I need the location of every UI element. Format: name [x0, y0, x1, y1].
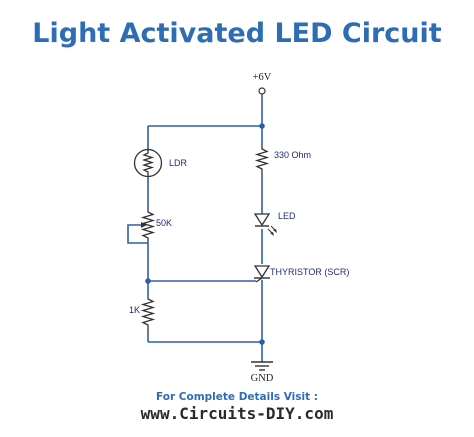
footer-visit-text: For Complete Details Visit :	[156, 391, 318, 403]
thyristor-symbol	[253, 265, 271, 283]
scr-label: THYRISTOR (SCR)	[270, 267, 349, 277]
supply-label: +6V	[253, 72, 272, 83]
ldr-symbol	[133, 148, 163, 178]
r2-label: 330 Ohm	[274, 150, 311, 160]
supply-terminal	[258, 87, 266, 95]
resistor-1k-symbol	[140, 296, 156, 332]
wires	[127, 94, 263, 362]
potentiometer-symbol	[140, 209, 156, 241]
led-symbol	[253, 213, 277, 236]
pot-label: 50K	[156, 218, 172, 228]
led-label: LED	[278, 211, 296, 221]
r1-label: 1K	[129, 305, 140, 315]
ldr-label: LDR	[169, 158, 188, 168]
resistor-330-symbol	[254, 146, 270, 174]
ground-symbol	[251, 361, 273, 371]
junction-dots	[145, 123, 265, 345]
page-title: Light Activated LED Circuit	[32, 18, 442, 49]
gnd-label: GND	[251, 373, 274, 384]
footer-website-text: www.Circuits-DIY.com	[140, 404, 334, 423]
